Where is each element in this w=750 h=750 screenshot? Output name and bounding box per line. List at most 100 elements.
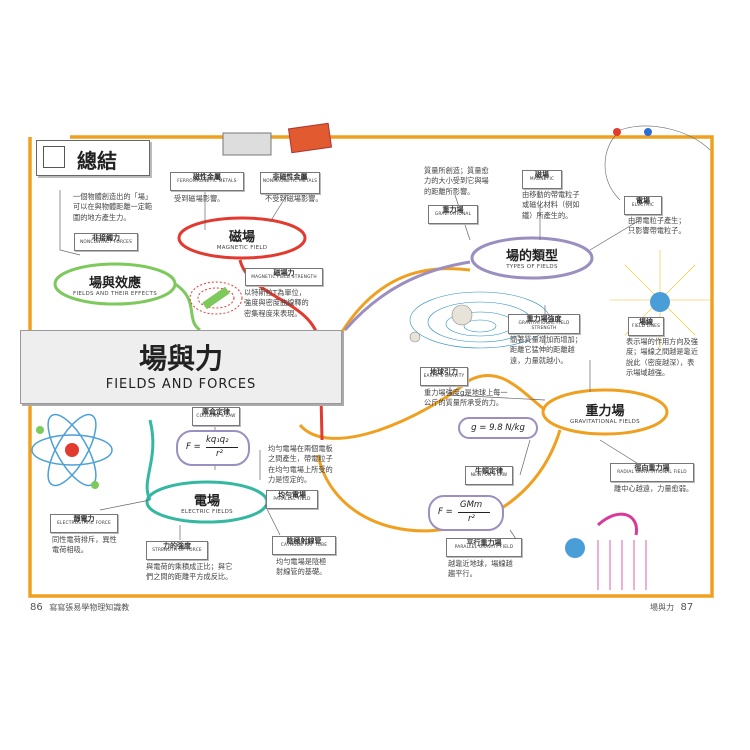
text-mag-strength-l2: 強度與密度曲線釋的	[244, 298, 309, 308]
text-grav-strength-l1: 簡著質量增加而增加；	[510, 335, 582, 344]
text-mag-strength-l1: 以特斯拉T為單位，	[244, 288, 306, 297]
node-types-zh: 場的類型	[505, 249, 558, 264]
formula-coulomb: F = kq₁q₂ r²	[176, 430, 250, 466]
label-cathode-en: CATHODE RAY TUBE	[280, 543, 328, 549]
text-cathode-l2: 射線管的基礎。	[276, 567, 327, 577]
label-mag-field-en: MAGNETIC	[529, 177, 555, 183]
text-mag-type: 由移動的帶電粒子 或磁化材料（例如 鐵）所產生的。	[522, 190, 580, 221]
label-mag-field-zh: 磁場	[535, 170, 549, 179]
label-ferro-zh: 磁性金屬	[193, 172, 221, 181]
label-field-lines-en: FIELD LINES	[631, 324, 661, 330]
connector-types	[343, 260, 471, 331]
label-noncontact-en: NONCONTACT FORCES	[79, 240, 133, 246]
text-parallel-grav-l1: 越靠近地球，場線越	[448, 559, 513, 568]
text-field-lines-l2: 度；場線之間越是靠近	[626, 347, 698, 357]
text-parallel: 均勻電場在兩個電板 之間產生，帶電粒子 在均勻電場上所受的 力是恆定的。	[268, 444, 333, 486]
text-grav-strength-l2: 距離它猛伸的距離越	[510, 345, 575, 355]
text-field-intro-l2: 可以在與物體距離一定範	[73, 202, 153, 212]
gravity-ellipse	[541, 388, 669, 436]
text-earth-gravity-l2: 公斤的質量所承受的力。	[424, 398, 504, 408]
formula-newton: F = GMm r²	[428, 495, 504, 531]
text-parallel-grav: 越靠近地球，場線越 趨平行。	[448, 559, 513, 580]
text-mag-type-l2: 或磁化材料（例如	[522, 200, 580, 210]
left-page-title: 寫寫張易學物理知識教	[49, 603, 130, 612]
page-banner: 場與力 FIELDS AND FORCES	[20, 330, 342, 404]
text-force-strength-l1: 與電荷的乘積成正比；與它	[146, 562, 233, 571]
formula-newton-num: GMm	[460, 500, 483, 510]
text-mag-strength-l3: 密集程度來表現。	[244, 308, 302, 318]
text-force-strength-l2: 們之間的距離平方成反比。	[146, 572, 233, 582]
text-parallel-grav-l2: 趨平行。	[448, 569, 477, 579]
text-mass-l3: 的距離所影響。	[424, 186, 475, 196]
text-mass-l2: 力的大小受到它與場	[424, 176, 489, 186]
footer-left: 86 寫寫張易學物理知識教	[30, 602, 129, 613]
text-radial: 離中心越遠，力量愈弱。	[614, 484, 694, 493]
charges-icon	[604, 125, 711, 201]
connector-electric	[145, 419, 155, 501]
label-nonmag-zh: 非磁性金屬	[272, 172, 308, 181]
formula-newton-bar	[458, 512, 490, 513]
label-coulomb-zh: 庫侖定律	[202, 407, 230, 416]
node-electric-en: ELECTRIC FIELDS	[181, 509, 233, 515]
banner-title-zh: 場與力	[138, 342, 223, 375]
label-earth-gravity-en: EARTH'S GRAVITY	[423, 374, 465, 380]
text-mass-l1: 質量所創造；質量愈	[424, 166, 489, 175]
text-ferro: 受到磁場影響。	[174, 194, 225, 203]
label-parallel-grav-en: PARALLEL GRAVITY FIELD	[454, 545, 514, 551]
text-parallel-l3: 在均勻電場上所受的	[268, 464, 333, 474]
text-field-lines: 表示場的作用方向及強 度；場線之間越是靠近 說此（密度越深），表 示場域越強。	[626, 337, 698, 379]
text-field-lines-l4: 示場域越強。	[626, 368, 670, 378]
left-page-number: 86	[30, 602, 43, 613]
label-earth-gravity-zh: 地球引力	[430, 367, 458, 376]
label-grav-field-zh: 重力場	[442, 205, 464, 214]
magnetic-ellipse	[177, 216, 307, 260]
copper-block	[287, 122, 333, 154]
text-grav-strength-l3: 遠，力量就越小。	[510, 355, 568, 365]
connector-field-effects	[174, 282, 201, 332]
text-force-strength: 與電荷的乘積成正比；與它 們之間的距離平方成反比。	[146, 562, 232, 583]
right-page-number: 87	[680, 602, 694, 613]
text-field-intro-l1: 一個物體創造出的「場」	[73, 192, 153, 201]
parallel-gravity-icon	[565, 512, 647, 590]
label-radial-en: RADIAL GRAVITATIONAL FIELD	[617, 470, 687, 476]
node-gravity-en: GRAVITATIONAL FIELDS	[570, 419, 640, 425]
metal-block	[222, 132, 272, 156]
text-electrostatic: 同性電荷排斥，異性 電荷相吸。	[52, 535, 117, 556]
formula-coulomb-bar	[206, 447, 238, 448]
node-gravity-zh: 重力場	[585, 404, 625, 419]
text-parallel-l4: 力是恆定的。	[268, 475, 312, 485]
node-electric-zh: 電場	[193, 494, 220, 509]
gravity-well-icon	[409, 291, 551, 349]
label-grav-strength-zh: 重力場強度	[526, 314, 562, 323]
atom-icon	[31, 413, 113, 489]
banner-title-en: FIELDS AND FORCES	[105, 377, 257, 392]
text-mag-type-l1: 由移動的帶電粒子	[522, 190, 580, 199]
formula-newton-lhs: F =	[438, 507, 453, 517]
text-earth-gravity: 重力場強度g是地球上每一 公斤的質量所承受的力。	[424, 388, 508, 409]
text-nonmag: 不受到磁場影響。	[265, 194, 323, 203]
summary-tag: 總結	[36, 140, 150, 176]
text-field-lines-l1: 表示場的作用方向及強	[626, 337, 698, 346]
text-mass: 質量所創造；質量愈 力的大小受到它與場 的距離所影響。	[424, 166, 489, 197]
formula-coulomb-den: r²	[216, 449, 223, 459]
node-electric: 電場 ELECTRIC FIELDS	[150, 490, 264, 515]
formula-coulomb-lhs: F =	[186, 442, 201, 452]
label-newton-en: NEWTON'S LAW	[470, 473, 508, 479]
node-gravity: 重力場 GRAVITATIONAL FIELDS	[548, 400, 662, 425]
label-mag-strength-zh: 磁場力	[273, 268, 295, 277]
formula-newton-den: r²	[468, 514, 475, 524]
summary-title: 總結	[77, 149, 117, 173]
node-field-effects: 場與效應 FIELDS AND THEIR EFFECTS	[60, 272, 170, 297]
formula-coulomb-num: kq₁q₂	[206, 435, 229, 445]
